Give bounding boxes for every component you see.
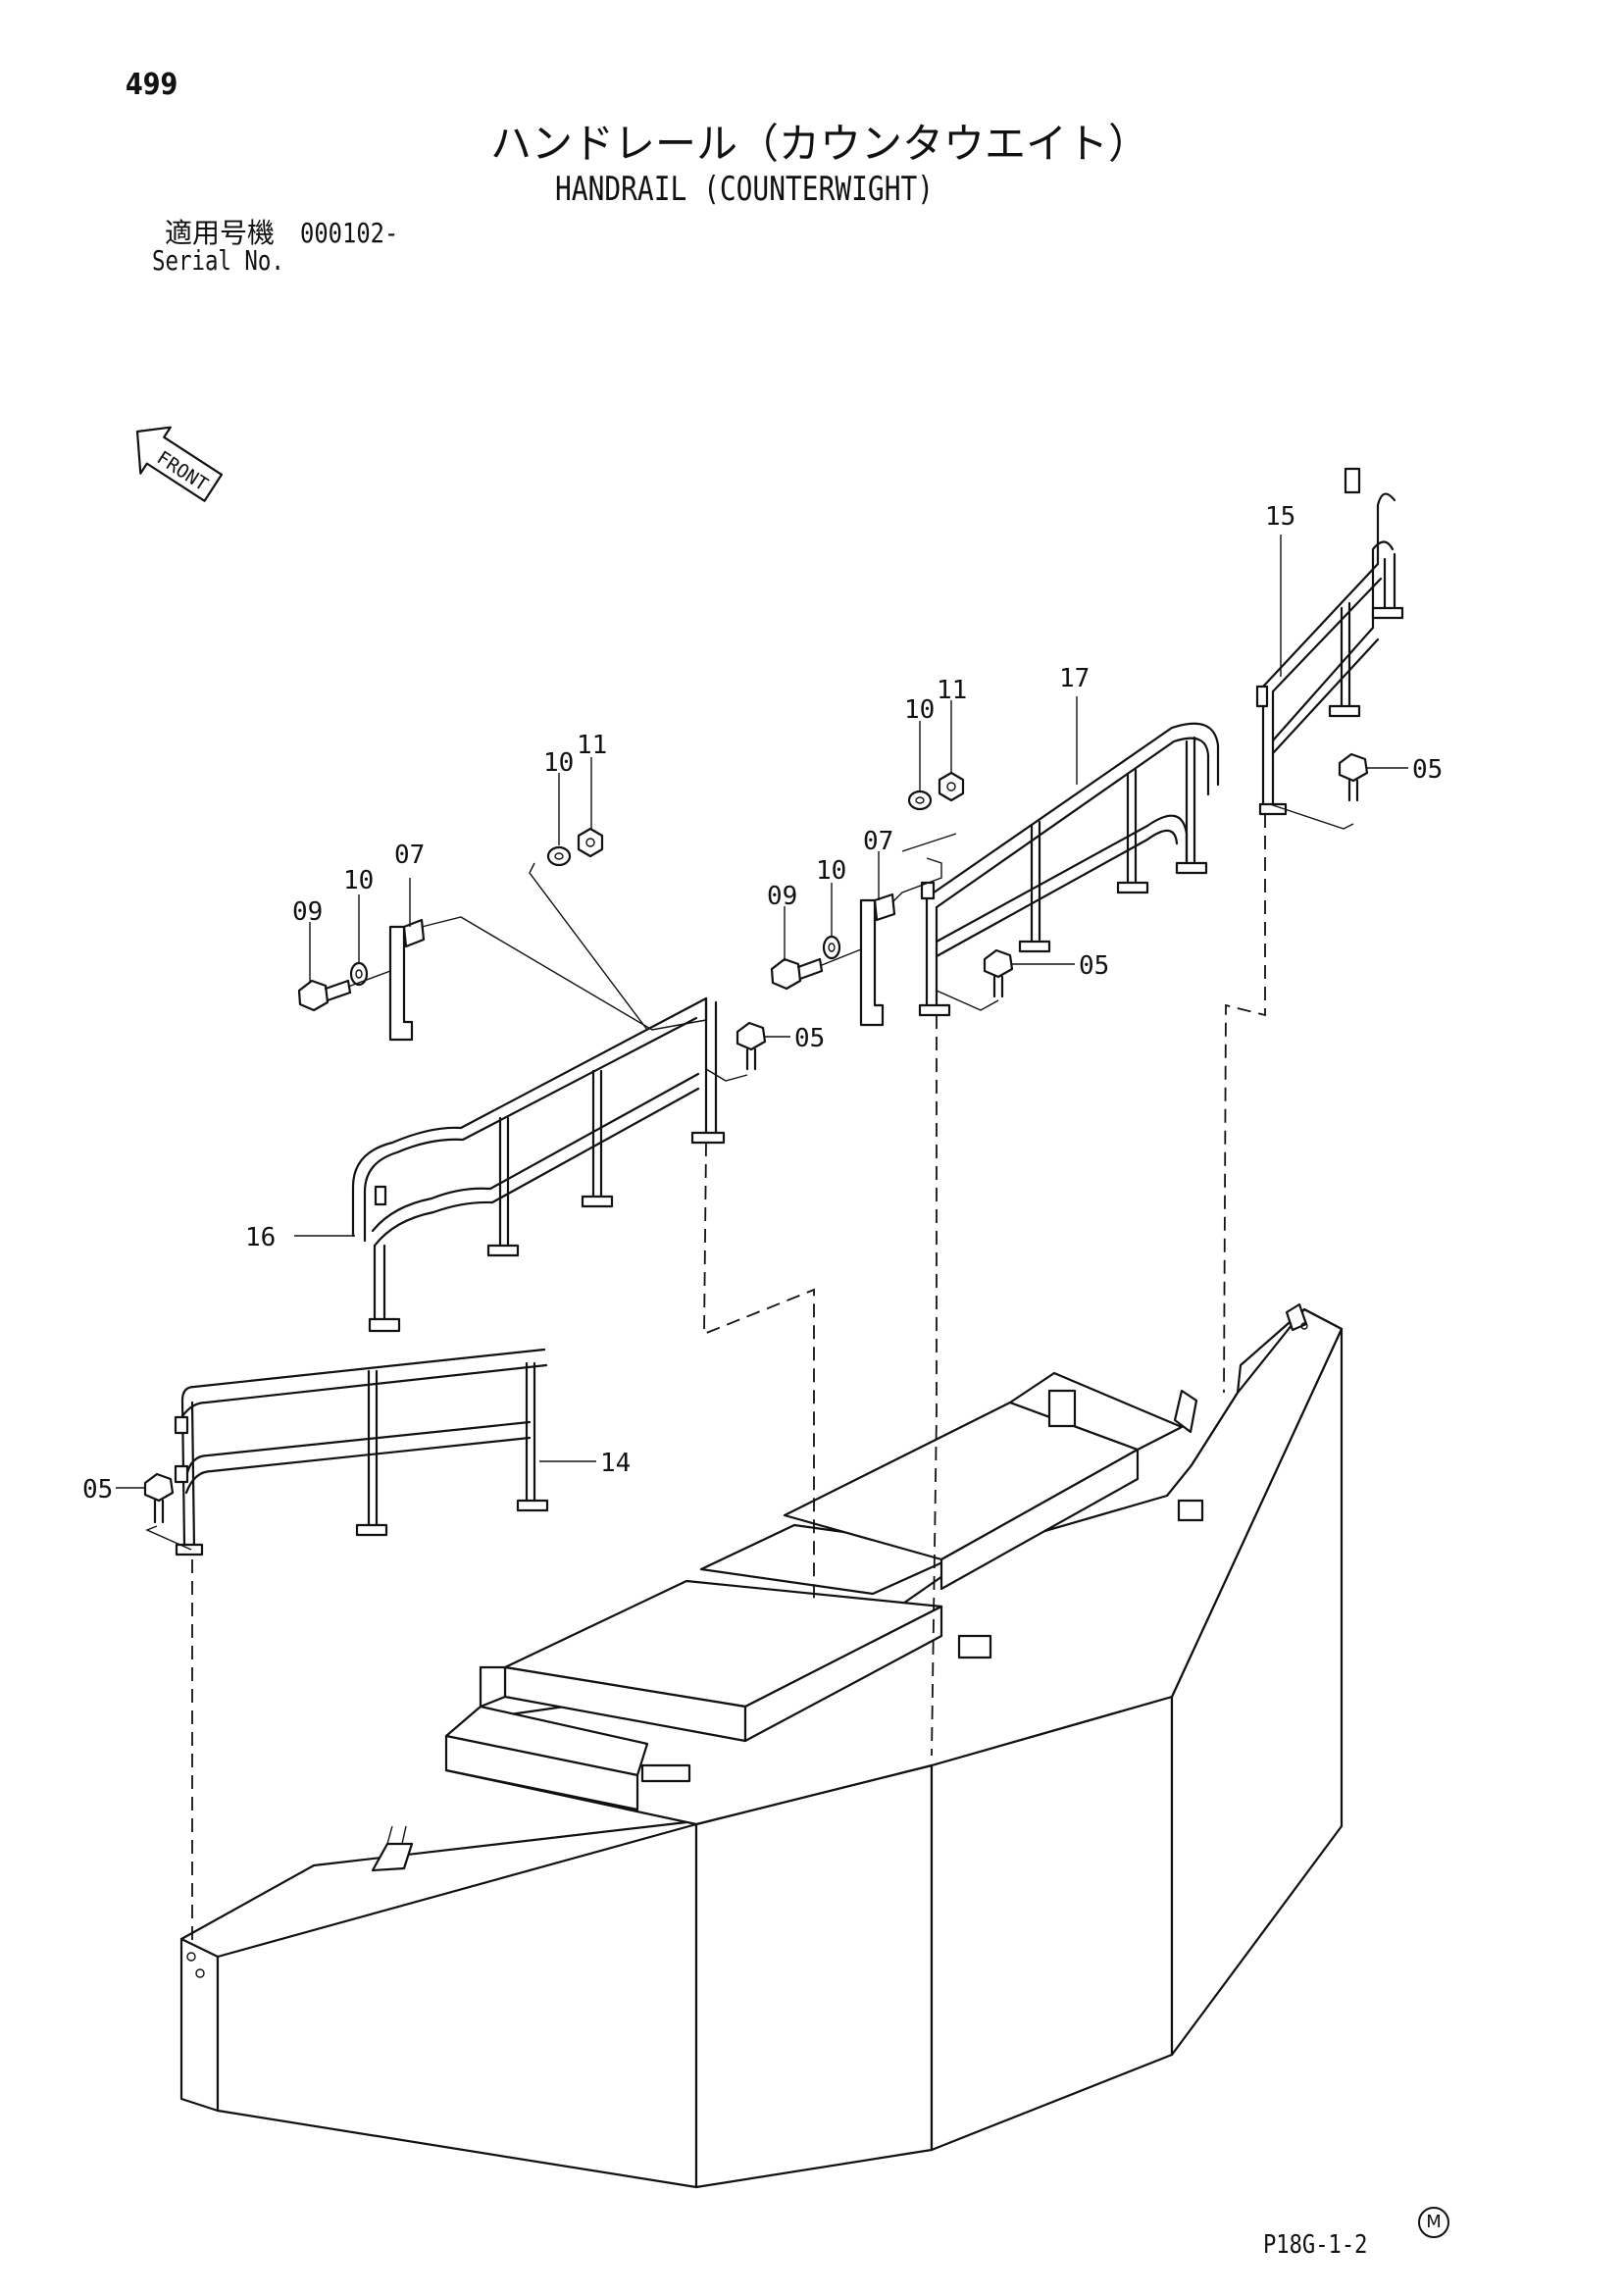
callout-11-left: 11 <box>577 731 607 760</box>
assembly-lines <box>145 803 1354 1942</box>
manufacturer-mark-icon: M <box>1418 2207 1449 2238</box>
callouts: 14 16 15 17 07 07 09 09 10 10 11 10 <box>82 502 1443 1505</box>
callout-16: 16 <box>245 1223 276 1252</box>
counterweight-body <box>179 1302 1344 2189</box>
bolt-05-b <box>983 948 1014 998</box>
bolt-05-a <box>736 1021 767 1071</box>
callout-09-right: 09 <box>767 882 797 911</box>
bracket-07-left <box>388 918 426 1042</box>
callout-11-right: 11 <box>937 676 967 705</box>
page-number: 499 <box>126 68 178 102</box>
bolt-09-left <box>297 979 352 1012</box>
serial-label-japanese: 適用号機 <box>165 217 276 249</box>
callout-05-d: 05 <box>82 1475 113 1505</box>
handrail-14 <box>174 1348 549 1556</box>
washer-10-b <box>546 845 572 867</box>
washer-10-c <box>822 935 841 960</box>
title-japanese: ハンドレール（カウンタウエイト） <box>490 120 1150 168</box>
serial-number-value: 000102- <box>300 217 399 249</box>
front-arrow-icon: FRONT <box>135 426 224 502</box>
callout-14: 14 <box>600 1449 631 1478</box>
nut-11-right <box>938 771 965 802</box>
handrail-16 <box>351 996 726 1333</box>
callout-09-left: 09 <box>292 897 323 927</box>
nut-11-left <box>577 827 604 858</box>
title-english: HANDRAIL (COUNTERWIGHT) <box>555 170 935 209</box>
handrail-17 <box>918 722 1220 1017</box>
callout-07-left: 07 <box>394 841 425 870</box>
callout-17: 17 <box>1059 664 1090 693</box>
callout-05-a: 05 <box>794 1024 825 1053</box>
bracket-07-right <box>859 893 896 1027</box>
handrail-15 <box>1255 467 1404 816</box>
callout-10-c: 10 <box>816 856 846 886</box>
callout-10-b: 10 <box>543 748 574 778</box>
bolt-09-right <box>770 957 824 991</box>
serial-label-english: Serial No. <box>152 244 284 277</box>
callout-15: 15 <box>1265 502 1295 532</box>
callout-10-d: 10 <box>904 695 935 725</box>
callout-07-right: 07 <box>863 827 893 856</box>
bolt-05-c <box>1338 752 1369 802</box>
callout-10-a: 10 <box>343 866 374 895</box>
washer-10-d <box>907 790 933 811</box>
bolt-05-d <box>143 1472 175 1524</box>
washer-10-a <box>349 961 369 987</box>
callout-05-c: 05 <box>1412 755 1443 785</box>
page-code: P18G-1-2 <box>1263 2230 1368 2260</box>
callout-05-b: 05 <box>1079 951 1109 981</box>
